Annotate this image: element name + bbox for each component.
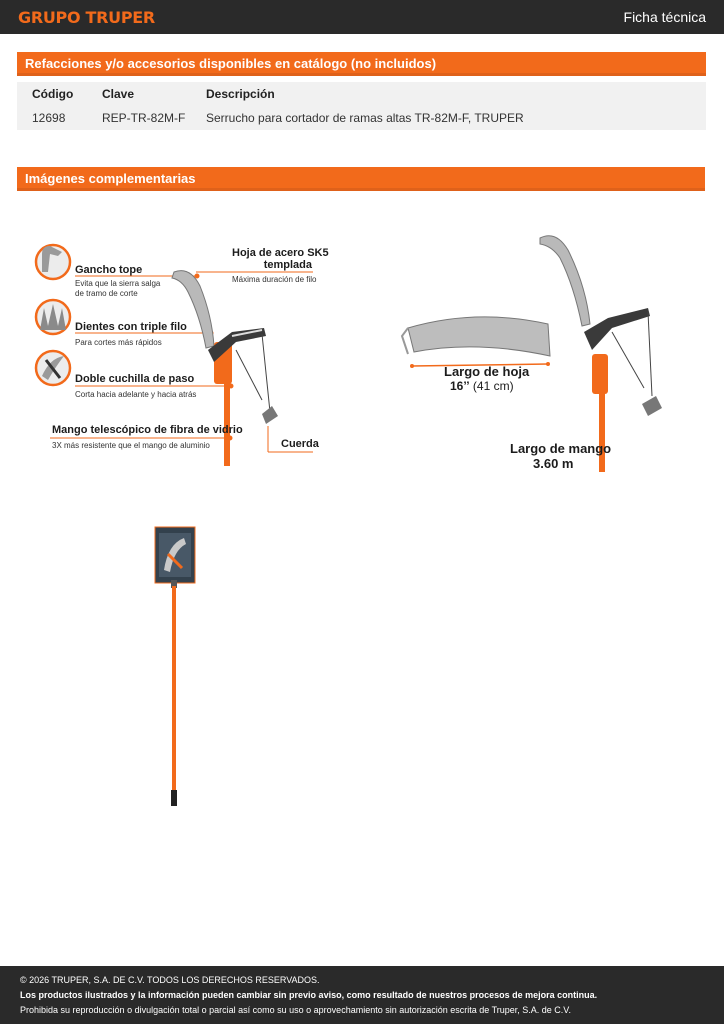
hook-icon bbox=[34, 243, 72, 281]
accessories-title: Refacciones y/o accesorios disponibles e… bbox=[25, 56, 437, 71]
blade-length-label: Largo de hoja bbox=[444, 364, 530, 379]
document-type: Ficha técnica bbox=[623, 9, 706, 25]
blade-material-title-2: templada bbox=[263, 259, 312, 271]
blade-material-title-1: Hoja de acero SK5 bbox=[232, 247, 329, 259]
rope-label: Cuerda bbox=[281, 438, 319, 450]
feature-title-teeth: Dientes con triple filo bbox=[75, 321, 187, 333]
column-header-descripcion: Descripción bbox=[206, 87, 275, 101]
table-cell-descripcion: Serrucho para cortador de ramas altas TR… bbox=[206, 111, 524, 125]
images-title: Imágenes complementarias bbox=[25, 171, 196, 186]
product-diagrams bbox=[34, 235, 662, 472]
blade-length-value: 16’’ (41 cm) bbox=[450, 379, 514, 393]
packaged-pole-image bbox=[154, 526, 196, 806]
column-header-clave: Clave bbox=[102, 87, 135, 101]
feature-desc-handle: 3X más resistente que el mango de alumin… bbox=[52, 441, 210, 450]
handle-length-value: 3.60 m bbox=[533, 456, 574, 471]
pruner-illustration-left bbox=[171, 270, 278, 466]
feature-desc-hook-1: Evita que la sierra salga bbox=[75, 279, 161, 288]
handle-length-label: Largo de mango bbox=[510, 441, 612, 456]
footer: © 2026 TRUPER, S.A. DE C.V. TODOS LOS DE… bbox=[0, 966, 724, 1024]
pruner-illustration-right bbox=[539, 235, 662, 472]
table-cell-clave: REP-TR-82M-F bbox=[102, 111, 186, 125]
table-cell-codigo: 12698 bbox=[32, 111, 66, 125]
saw-blade-illustration bbox=[400, 316, 551, 368]
footer-notice: Los productos ilustrados y la informació… bbox=[20, 990, 598, 1000]
top-bar: GRUPO TRUPER Ficha técnica bbox=[0, 0, 724, 34]
feature-desc-teeth: Para cortes más rápidos bbox=[75, 338, 162, 347]
bypass-blade-icon bbox=[34, 349, 72, 387]
feature-title-bypass: Doble cuchilla de paso bbox=[75, 373, 195, 385]
brand-logo: GRUPO TRUPER bbox=[18, 8, 155, 27]
triple-edge-teeth-icon bbox=[34, 298, 72, 336]
accessories-section-header: Refacciones y/o accesorios disponibles e… bbox=[17, 52, 706, 76]
footer-legal: Prohibida su reproducción o divulgación … bbox=[20, 1005, 571, 1015]
footer-copyright: © 2026 TRUPER, S.A. DE C.V. TODOS LOS DE… bbox=[20, 975, 320, 985]
feature-title-hook: Gancho tope bbox=[75, 264, 143, 276]
column-header-codigo: Código bbox=[32, 87, 74, 101]
feature-desc-bypass: Corta hacia adelante y hacia atrás bbox=[75, 390, 197, 399]
blade-length-cm: (41 cm) bbox=[472, 379, 514, 393]
accessories-table: Código Clave Descripción 12698 REP-TR-82… bbox=[17, 82, 706, 130]
images-section-header: Imágenes complementarias bbox=[17, 167, 705, 191]
blade-material-desc: Máxima duración de filo bbox=[232, 275, 317, 284]
blade-length-inches: 16’’ bbox=[450, 379, 470, 393]
feature-title-handle: Mango telescópico de fibra de vidrio bbox=[52, 424, 243, 436]
feature-desc-hook-2: de tramo de corte bbox=[75, 289, 138, 298]
